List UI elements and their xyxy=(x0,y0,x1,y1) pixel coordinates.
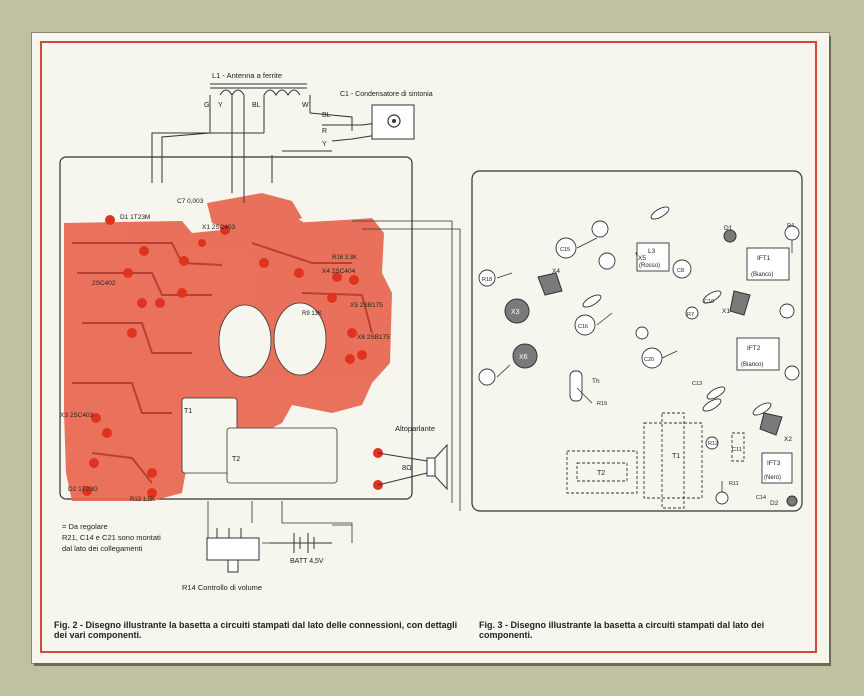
svg-text:R9 13K: R9 13K xyxy=(302,311,322,317)
fig3-caption: Fig. 3 - Disegno illustrante la basetta … xyxy=(479,620,765,640)
svg-text:(Nero): (Nero) xyxy=(764,475,781,481)
svg-text:D1: D1 xyxy=(724,225,733,232)
svg-text:C16: C16 xyxy=(578,324,588,330)
fig2-caption: Fig. 2 - Disegno illustrante la basetta … xyxy=(54,620,458,640)
x1-label: X1 2SC403 xyxy=(202,224,236,231)
svg-text:C10: C10 xyxy=(704,299,714,305)
red-frame xyxy=(40,41,817,653)
fig3-board-outline xyxy=(471,170,803,512)
x3-label: X3 2SC403 xyxy=(60,412,94,419)
svg-text:G: G xyxy=(204,102,209,109)
fig2-antenna-coil xyxy=(151,83,378,203)
svg-text:T2: T2 xyxy=(232,456,240,463)
svg-text:W: W xyxy=(302,102,309,109)
svg-text:X5: X5 xyxy=(638,255,646,262)
svg-text:(Bianco): (Bianco) xyxy=(741,362,763,368)
svg-text:R18: R18 xyxy=(482,277,492,283)
svg-text:R7: R7 xyxy=(687,312,694,318)
svg-text:C13: C13 xyxy=(692,381,702,387)
svg-text:T2: T2 xyxy=(597,470,605,477)
fig3-labels: X3 X6 X4 X5 X1 X2 D1 D2 L3 (Rosso) IFT1 … xyxy=(482,223,794,507)
svg-text:C11: C11 xyxy=(732,447,742,453)
fig2-speaker xyxy=(377,443,448,491)
fig2-volume-and-battery xyxy=(206,528,332,573)
svg-text:D2: D2 xyxy=(770,500,779,507)
fig2-board-outline xyxy=(59,156,413,500)
svg-text:R12: R12 xyxy=(708,441,718,447)
svg-text:C20: C20 xyxy=(644,357,654,363)
svg-text:(Rosso): (Rosso) xyxy=(639,263,660,269)
svg-text:Th: Th xyxy=(592,378,600,385)
fig2-tuning-capacitor xyxy=(371,104,415,140)
antenna-label: L1 - Antenna a ferrite xyxy=(212,71,282,80)
fig2-external-wires xyxy=(207,220,461,544)
capacitor-label: C1 - Condensatore di sintonia xyxy=(340,91,433,98)
svg-text:X6: X6 xyxy=(519,354,528,361)
svg-text:X1: X1 xyxy=(722,308,730,315)
svg-text:T1: T1 xyxy=(672,453,680,460)
fig2-legend: = Da regolare R21, C14 e C21 sono montat… xyxy=(62,521,161,554)
battery-label: BATT 4,5V xyxy=(290,558,324,565)
svg-text:BL: BL xyxy=(322,112,331,119)
svg-text:X2: X2 xyxy=(784,436,792,443)
x2-label: 2SC402 xyxy=(92,280,116,287)
svg-text:R19: R19 xyxy=(597,401,607,407)
svg-text:IFT1: IFT1 xyxy=(757,255,771,262)
svg-text:IFT3: IFT3 xyxy=(767,460,781,467)
c7-label: C7 0,003 xyxy=(177,198,204,205)
svg-text:Y: Y xyxy=(322,141,327,148)
x5-label: X5 2SB175 xyxy=(350,302,383,309)
d2-label: D2 1T23G xyxy=(68,486,98,493)
legend-marker: = Da regolare xyxy=(62,522,108,531)
svg-text:8Ω: 8Ω xyxy=(402,463,412,472)
svg-text:R4: R4 xyxy=(787,223,794,229)
svg-text:Y: Y xyxy=(218,102,223,109)
svg-text:(Bianco): (Bianco) xyxy=(751,272,773,278)
legend-note-2: dal lato dei collegamenti xyxy=(62,544,143,553)
legend-note-1: R21, C14 e C21 sono montati xyxy=(62,533,161,542)
fig2-board-openings xyxy=(181,302,338,484)
fig3-transformers xyxy=(566,412,745,509)
svg-text:T1: T1 xyxy=(184,408,192,415)
fig2-labels: L1 - Antenna a ferrite C1 - Condensatore… xyxy=(60,71,435,592)
fig2-trace-lines xyxy=(72,242,373,484)
fig2-solder-pads xyxy=(82,215,383,498)
svg-text:IFT2: IFT2 xyxy=(747,345,761,352)
svg-text:R13 1,5K: R13 1,5K xyxy=(130,497,155,503)
volume-label: R14 Controllo di volume xyxy=(182,583,262,592)
svg-text:C14: C14 xyxy=(756,495,766,501)
svg-text:BL: BL xyxy=(252,102,261,109)
svg-text:L3: L3 xyxy=(648,248,656,255)
fig3-leads xyxy=(496,237,793,492)
svg-text:C8: C8 xyxy=(677,268,684,274)
x6-label: X6 2SB175 xyxy=(357,334,390,341)
speaker-label: Altoparlante xyxy=(395,424,435,433)
d1-label: D1 1T23M xyxy=(120,214,150,221)
schematic-drawing: L1 - Antenna a ferrite C1 - Condensatore… xyxy=(59,71,803,592)
svg-text:R: R xyxy=(322,128,327,135)
paper-sheet: L1 - Antenna a ferrite C1 - Condensatore… xyxy=(32,33,829,663)
fig3-components xyxy=(478,206,800,505)
svg-text:X4: X4 xyxy=(552,268,560,275)
svg-text:X3: X3 xyxy=(511,309,520,316)
x4-label: X4 2SC404 xyxy=(322,268,356,275)
svg-text:R16 3,3K: R16 3,3K xyxy=(332,255,357,261)
svg-text:R11: R11 xyxy=(729,481,739,487)
svg-text:C15: C15 xyxy=(560,247,570,253)
